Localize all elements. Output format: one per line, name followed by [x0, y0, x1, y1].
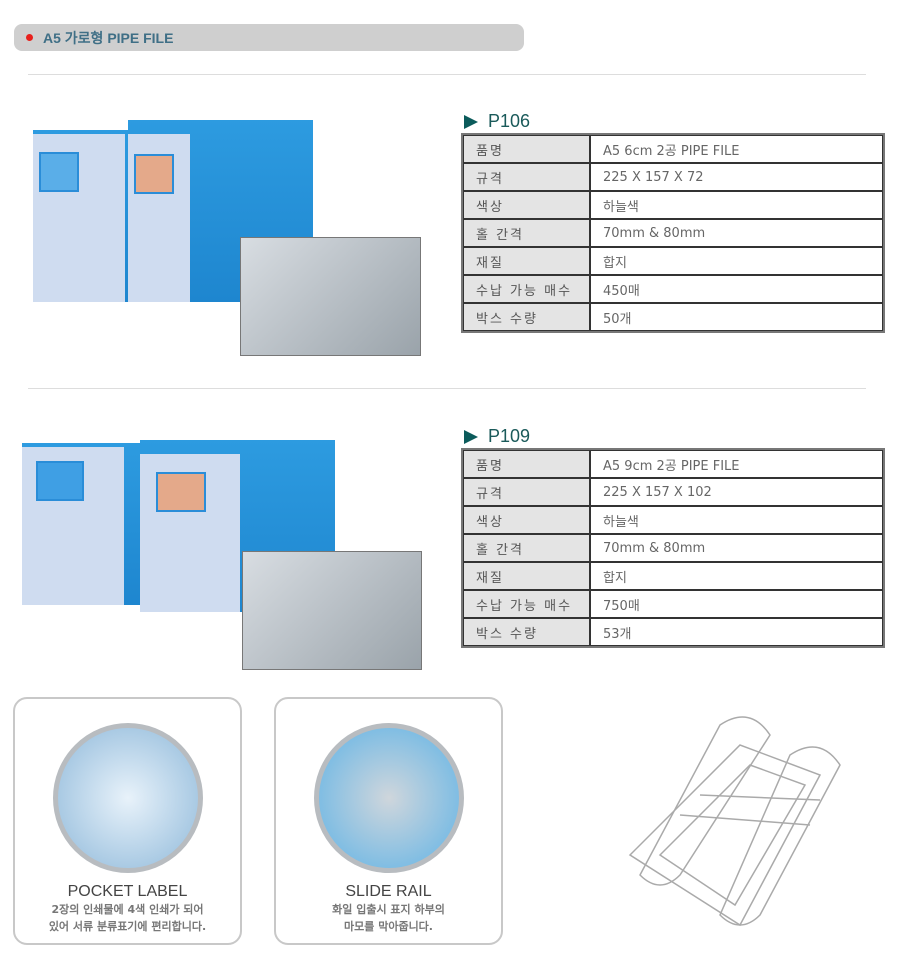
- section-header: A5 가로형 PIPE FILE: [14, 24, 524, 51]
- text: 있어 서류 분류표기에 편리합니다.: [48, 920, 207, 933]
- product-code-p109: P109: [464, 426, 530, 447]
- triangle-icon: [464, 429, 478, 444]
- spec-label: 수납 가능 매수: [463, 275, 590, 303]
- text: 2장의 인쇄물에 4색 인쇄가 되어: [51, 903, 204, 916]
- spec-label: 색상: [463, 506, 590, 534]
- spec-value: 하늘색: [590, 506, 883, 534]
- spec-label: 박스 수량: [463, 303, 590, 331]
- spec-value: A5 9cm 2공 PIPE FILE: [590, 450, 883, 478]
- triangle-icon: [464, 114, 478, 129]
- spec-label: 색상: [463, 191, 590, 219]
- feature-card-pocket-label: POCKET LABEL 2장의 인쇄물에 4색 인쇄가 되어 있어 서류 분류…: [13, 697, 242, 945]
- slide-rail-image: [313, 723, 464, 873]
- feature-card-slide-rail: SLIDE RAIL 화일 입출시 표지 하부의 마모를 막아줍니다.: [274, 697, 503, 945]
- divider: [28, 74, 866, 75]
- product-code-p106: P106: [464, 111, 530, 132]
- spec-label: 재질: [463, 247, 590, 275]
- spec-value: 합지: [590, 247, 883, 275]
- pocket-label-image: [52, 723, 203, 873]
- divider: [28, 388, 866, 389]
- text: SLIDE RAIL: [345, 883, 432, 900]
- text: P109: [488, 426, 531, 446]
- spec-value: 합지: [590, 562, 883, 590]
- spec-label: 수납 가능 매수: [463, 590, 590, 618]
- text: 마모를 막아줍니다.: [344, 920, 433, 933]
- spec-label: 홀 간격: [463, 534, 590, 562]
- text: P106: [488, 111, 531, 131]
- spec-value: 70mm & 80mm: [590, 219, 883, 247]
- section-title: A5 가로형 PIPE FILE: [43, 29, 174, 46]
- spec-value: 225 X 157 X 72: [590, 163, 883, 191]
- spec-label: 박스 수량: [463, 618, 590, 646]
- spec-label: 규격: [463, 478, 590, 506]
- spec-value: 53개: [590, 618, 883, 646]
- spec-value: 450매: [590, 275, 883, 303]
- spec-label: 규격: [463, 163, 590, 191]
- spec-value: 750매: [590, 590, 883, 618]
- spec-value: 225 X 157 X 102: [590, 478, 883, 506]
- spec-label: 품명: [463, 135, 590, 163]
- text: 화일 입출시 표지 하부의: [332, 903, 445, 916]
- spec-label: 홀 간격: [463, 219, 590, 247]
- bullet-icon: [26, 34, 33, 41]
- pipe-mechanism-illustration: [628, 716, 841, 927]
- spec-value: 하늘색: [590, 191, 883, 219]
- text: POCKET LABEL: [67, 883, 188, 900]
- spec-value: A5 6cm 2공 PIPE FILE: [590, 135, 883, 163]
- spec-label: 재질: [463, 562, 590, 590]
- spec-label: 품명: [463, 450, 590, 478]
- spec-value: 70mm & 80mm: [590, 534, 883, 562]
- spec-value: 50개: [590, 303, 883, 331]
